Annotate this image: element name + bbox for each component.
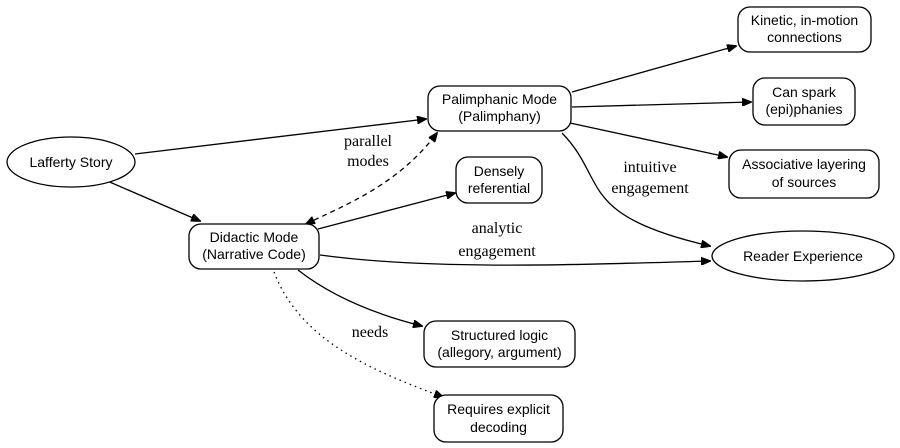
svg-text:Can spark: Can spark: [772, 84, 837, 100]
edge-didactic-to-reader: [319, 254, 710, 266]
svg-text:Lafferty Story: Lafferty Story: [29, 154, 112, 170]
edge-didactic-needs-decoding: [273, 271, 443, 397]
svg-text:(Narrative Code): (Narrative Code): [202, 246, 305, 262]
edge-label-parallel-line1: parallel: [344, 133, 393, 150]
node-kinetic-connections: Kinetic, in-motion connections: [737, 6, 872, 53]
edge-label-parallel-line2: modes: [347, 153, 389, 170]
edge-palimphanic-to-associative: [569, 122, 727, 157]
svg-text:(epi)phanies: (epi)phanies: [765, 101, 842, 117]
edge-palimphanic-to-reader: [561, 132, 710, 246]
svg-text:Structured logic: Structured logic: [451, 327, 548, 343]
svg-text:Didactic Mode: Didactic Mode: [210, 229, 299, 245]
svg-text:(allegory, argument): (allegory, argument): [437, 344, 561, 360]
svg-text:decoding: decoding: [470, 419, 527, 435]
svg-text:connections: connections: [767, 29, 842, 45]
node-densely-referential: Densely referential: [455, 156, 543, 204]
svg-text:Reader Experience: Reader Experience: [743, 248, 863, 264]
svg-text:(Palimphany): (Palimphany): [458, 108, 540, 124]
edge-label-intuitive-line1: intuitive: [623, 159, 676, 176]
node-reader-experience: Reader Experience: [711, 230, 895, 282]
svg-text:Densely: Densely: [474, 163, 525, 179]
edge-lafferty-to-didactic: [104, 179, 200, 221]
node-associative-layering: Associative layering of sources: [728, 149, 880, 199]
edge-label-analytic-line2: engagement: [458, 243, 536, 260]
edge-parallel-modes: [306, 133, 437, 224]
node-can-spark: Can spark (epi)phanies: [752, 77, 856, 126]
edge-lafferty-to-palimphanic: [134, 119, 426, 155]
svg-text:Associative layering: Associative layering: [742, 156, 866, 172]
node-structured-logic: Structured logic (allegory, argument): [423, 320, 576, 368]
svg-text:of sources: of sources: [772, 174, 837, 190]
edges: [104, 46, 751, 397]
node-lafferty-story: Lafferty Story: [6, 136, 136, 188]
node-palimphanic-mode: Palimphanic Mode (Palimphany): [427, 85, 572, 132]
node-didactic-mode: Didactic Mode (Narrative Code): [188, 223, 320, 270]
svg-text:Palimphanic Mode: Palimphanic Mode: [442, 91, 557, 107]
edge-label-needs: needs: [352, 324, 388, 341]
edge-didactic-to-structured: [297, 269, 422, 326]
svg-text:referential: referential: [468, 180, 530, 196]
svg-text:Requires explicit: Requires explicit: [447, 401, 550, 417]
edge-palimphanic-to-kinetic: [571, 46, 736, 93]
svg-text:Kinetic, in-motion: Kinetic, in-motion: [751, 12, 858, 28]
edge-palimphanic-to-spark: [571, 102, 751, 108]
node-requires-decoding: Requires explicit decoding: [433, 394, 564, 443]
edge-labels: parallel modes intuitive engagement anal…: [344, 133, 689, 341]
edge-didactic-to-densely: [317, 193, 455, 230]
edge-label-analytic-line1: analytic: [472, 220, 523, 237]
edge-label-intuitive-line2: engagement: [611, 180, 689, 197]
